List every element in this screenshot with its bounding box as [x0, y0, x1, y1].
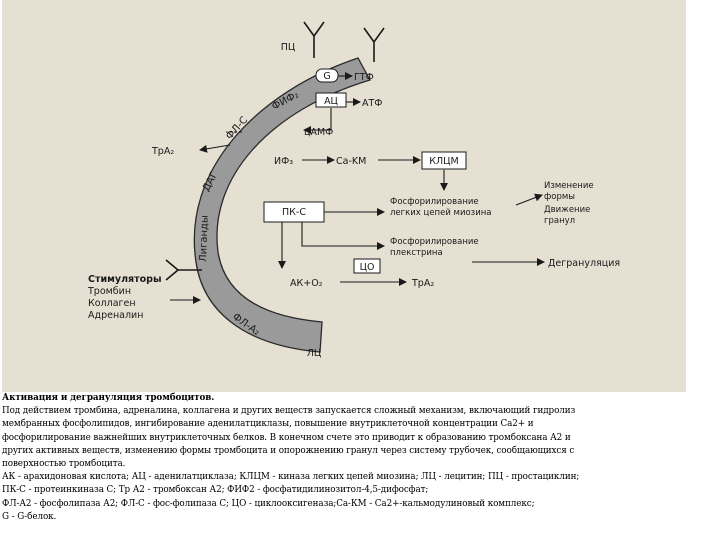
lecithin-bottom-label: ЛЦ: [307, 348, 322, 359]
phos-myosin-line1: Фосфорилирование: [390, 197, 479, 207]
thromboxane-right-label: ТрА₂: [411, 278, 434, 289]
movement-granules-label: Движение гранул: [544, 205, 593, 226]
pkc-label: ПК-С: [282, 207, 306, 218]
caption-line-3: фосфорилирование важнейших внутриклеточн…: [2, 432, 571, 443]
receptor-icon-top-left: [303, 21, 325, 58]
change-shape-label: Изменение формы: [544, 181, 596, 202]
stimulator-collagen: Коллаген: [88, 298, 136, 309]
phos-pleckstrin-label: Фосфорилирование плекстрина: [390, 237, 481, 258]
change-shape-line2: формы: [544, 192, 575, 202]
gtf-label: ГТФ: [354, 72, 374, 83]
thromboxane-left-label: ТрА₂: [151, 146, 174, 157]
caption-line-0: Активация и дегрануляция тромбоцитов.: [2, 393, 215, 403]
caption-line-2: мембранных фосфолипидов, ингибирование а…: [2, 419, 534, 430]
arrow-camp: [303, 108, 332, 134]
ligand-label: Лиганды: [198, 215, 211, 262]
ak-o2-label: АК+О₂: [290, 278, 323, 289]
arrow-tra2-left: [199, 144, 231, 153]
receptor-icon-top-right: [363, 27, 385, 62]
platelet-activation-diagram: G АЦ ПК-С КЛЦМ ЦО: [2, 0, 686, 392]
arrow-pkc-pleckstrin: [301, 222, 385, 250]
caption-line-1: Под действием тромбина, адреналина, колл…: [2, 406, 576, 417]
caption-line-5: поверхностью тромбоцита.: [2, 459, 126, 470]
arrow-phos-change: [515, 193, 543, 206]
caption-line-7: ПК-С - протеинкиназа С; Тр А2 - тромбокс…: [2, 485, 429, 496]
movement-line2: гранул: [544, 216, 575, 226]
g-protein-label: G: [323, 71, 330, 82]
change-shape-line1: Изменение: [544, 181, 594, 191]
cakm-label: Ca-KM: [336, 156, 366, 167]
klcm-node: [421, 151, 467, 170]
diagram-svg: G АЦ ПК-С КЛЦМ ЦО: [87, 21, 620, 359]
receptor-icon-left: [165, 259, 202, 281]
caption-line-8: ФЛ-А2 - фосфолипаза А2; ФЛ-С - фос-фолип…: [2, 498, 535, 509]
stimulator-thrombin: Тромбин: [87, 286, 131, 297]
caption-line-9: G - G-белок.: [2, 511, 57, 522]
movement-line1: Движение: [544, 205, 590, 215]
phos-pleckstrin-line1: Фосфорилирование: [390, 237, 479, 247]
caption-line-4: других активных веществ, изменению формы…: [2, 445, 575, 456]
klcm-label: КЛЦМ: [429, 156, 458, 167]
camp-label: цАМФ: [304, 127, 333, 138]
stimulator-adrenalin: Адреналин: [88, 310, 143, 321]
stimulators-title: Стимуляторы: [88, 274, 162, 285]
caption-line-6: АК - арахидоновая кислота; АЦ - аденилат…: [2, 472, 580, 483]
cyclooxygenase-node: [353, 258, 381, 274]
phos-pleckstrin-line2: плекстрина: [390, 248, 443, 258]
adenylate-cyclase-label: АЦ: [324, 96, 338, 107]
if3-label: ИФ₃: [274, 156, 293, 167]
phos-myosin-line2: легких цепей миозина: [390, 208, 492, 218]
phos-myosin-label: Фосфорилирование легких цепей миозина: [390, 197, 492, 218]
cyclooxygenase-label: ЦО: [360, 262, 375, 273]
membrane-band: [193, 57, 371, 353]
figure-caption: Активация и дегрануляция тромбоцитов. По…: [2, 392, 686, 540]
adenylate-cyclase-node: [315, 92, 347, 108]
degranulation-label: Дегрануляция: [548, 258, 620, 269]
prostacyclin-top-label: ПЦ: [281, 42, 296, 53]
atf-label: АТФ: [362, 98, 382, 109]
